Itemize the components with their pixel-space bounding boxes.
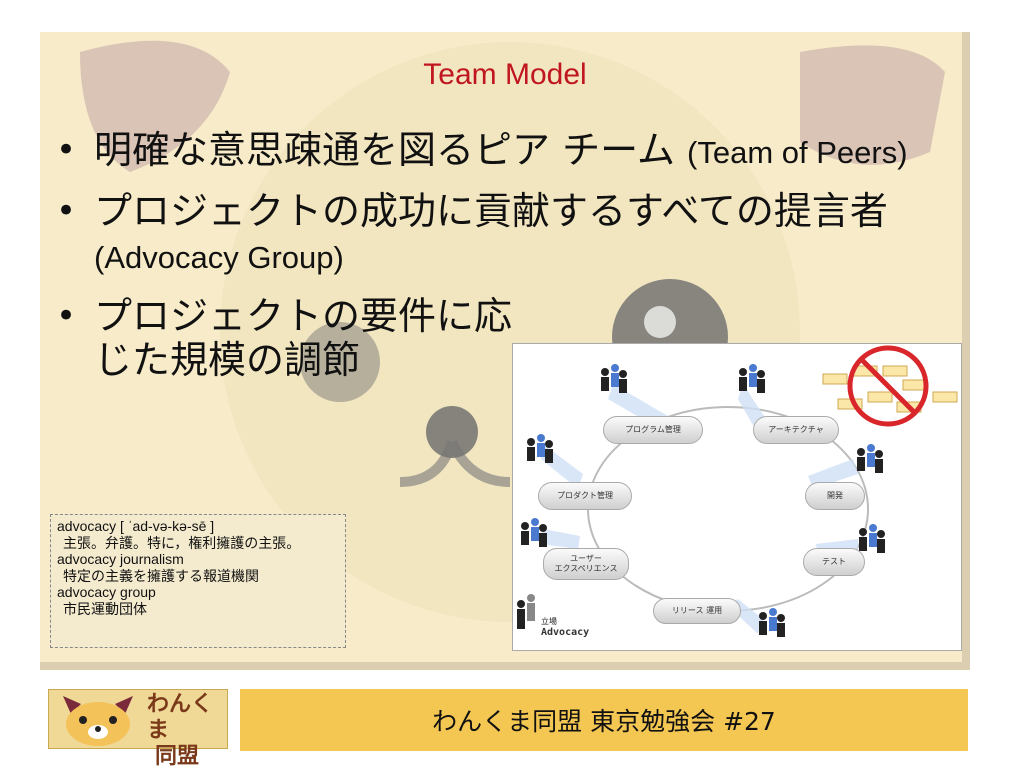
- bullet-list: • 明確な意思疎通を図るピア チーム (Team of Peers) • プロジ…: [52, 128, 952, 396]
- bullet-dot: •: [56, 191, 77, 231]
- bullet-item: • 明確な意思疎通を図るピア チーム (Team of Peers): [52, 128, 952, 175]
- people-icon: [527, 434, 553, 463]
- diagram-graphics: [517, 345, 958, 637]
- bullet-dot: •: [56, 296, 77, 336]
- node-program-management: プログラム管理: [603, 416, 703, 444]
- definition-term: advocacy journalism: [57, 551, 184, 567]
- legend-label: 立場: [541, 617, 557, 626]
- node-product-management: プロダクト管理: [538, 482, 632, 510]
- definition-meaning: 特定の主義を擁護する報道機関: [63, 567, 259, 584]
- org-chart-icon: [822, 365, 958, 413]
- bullet-item: • プロジェクトの要件に応じた規模の調節: [52, 294, 514, 382]
- team-model-diagram: プログラム管理 アーキテクチャ プロダクト管理 開発 ユーザー エクスペリエンス…: [512, 343, 962, 651]
- slide: Team Model • 明確な意思疎通を図るピア チーム (Team of P…: [40, 32, 970, 670]
- bullet-text-ja: 明確な意思疎通を図るピア チーム: [94, 128, 688, 172]
- logo-line2: 同盟: [155, 744, 200, 769]
- wankuma-logo: わんくま 同盟: [48, 689, 228, 769]
- bullet-text-ja: プロジェクトの要件に応じた規模の調節: [94, 294, 513, 382]
- people-icon: [857, 444, 883, 473]
- definition-meaning: 主張。弁護。特に，権利擁護の主張。: [63, 534, 301, 551]
- slide-background: Team Model • 明確な意思疎通を図るピア チーム (Team of P…: [40, 32, 970, 670]
- prohibited-icon: [847, 345, 929, 427]
- people-icon: [759, 608, 785, 637]
- node-release-operations: リリース 運用: [653, 598, 741, 624]
- footer-bar: わんくま同盟 東京勉強会 #27: [240, 689, 968, 751]
- bullet-dot: •: [56, 130, 77, 170]
- legend-text: Advocacy: [541, 627, 590, 638]
- bullet-text-en: (Team of Peers): [687, 135, 908, 170]
- bullet-item: • プロジェクトの成功に貢献するすべての提言者 (Advocacy Group): [52, 189, 952, 280]
- definition-term: advocacy [ ˈad-və-kə-sē ]: [57, 518, 215, 534]
- logo-line1: わんくま: [147, 692, 214, 743]
- logo-text: わんくま 同盟: [147, 692, 227, 770]
- definition-box: advocacy [ ˈad-və-kə-sē ] 主張。弁護。特に，権利擁護の…: [50, 514, 346, 648]
- legend-people-icon: [517, 594, 535, 629]
- bear-face-icon: [63, 696, 133, 746]
- node-test: テスト: [803, 548, 865, 576]
- bullet-text-en: (Advocacy Group): [94, 240, 344, 275]
- definition-meaning: 市民運動団体: [63, 600, 147, 617]
- slide-title: Team Model: [423, 58, 587, 91]
- node-architecture: アーキテクチャ: [753, 416, 839, 444]
- definition-term: advocacy group: [57, 584, 156, 600]
- people-icon: [521, 518, 547, 547]
- node-user-experience: ユーザー エクスペリエンス: [543, 548, 629, 580]
- footer-text: わんくま同盟 東京勉強会 #27: [432, 707, 776, 736]
- node-development: 開発: [805, 482, 865, 510]
- people-icon: [859, 524, 885, 553]
- people-icon: [739, 364, 765, 393]
- people-icon: [601, 364, 627, 393]
- bullet-text-ja: プロジェクトの成功に貢献するすべての提言者: [94, 189, 888, 233]
